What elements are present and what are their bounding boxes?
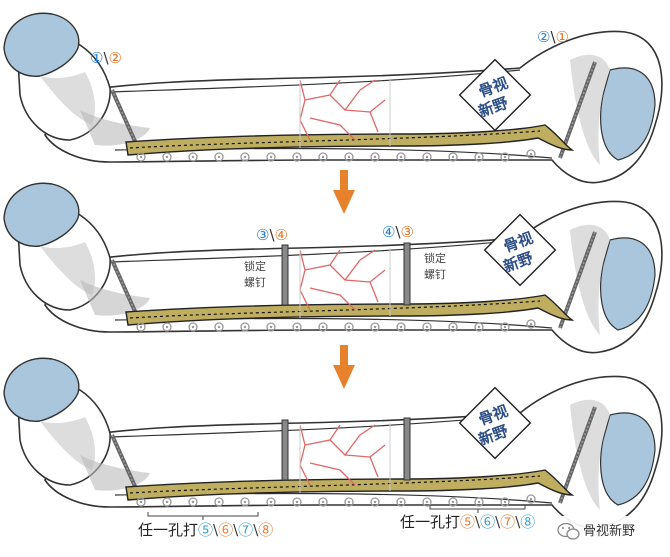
locking-screw-right [403, 417, 411, 481]
screw-order-1: ① [556, 28, 569, 46]
locking-screw-left [281, 419, 289, 481]
separator: \ [103, 49, 109, 67]
svg-text:②\①: ②\① [537, 28, 569, 46]
panel-1: ①\② ②\① 骨视 新野 [2, 11, 664, 185]
separator: \ [395, 223, 401, 241]
svg-text:④\③: ④\③ [382, 223, 414, 241]
down-arrow-icon [333, 345, 355, 389]
panel-3: 骨视 新野 任一孔打⑤\⑥\⑦\⑧ 任一孔打⑤\⑥\⑦\⑧ [2, 356, 664, 539]
separator: \ [550, 28, 556, 46]
screw-order-2: ② [537, 28, 550, 46]
watermark-logo: 骨视 新野 [458, 386, 532, 460]
lock-screw-label-left: 锁定 [244, 259, 266, 273]
lock-screw-label-right: 螺钉 [424, 268, 446, 281]
svg-text:①\②: ①\② [90, 49, 122, 67]
lock-screw-label-right: 锁定 [424, 251, 446, 265]
brand-name: 骨视新野 [583, 523, 635, 539]
caption-any-hole-left: 任一孔打⑤\⑥\⑦\⑧ [138, 521, 273, 539]
femur-with-plate [2, 181, 664, 355]
screw-order-2: ② [109, 49, 122, 67]
screw-order-4: ④ [382, 223, 395, 241]
locking-screw-left [281, 244, 289, 306]
watermark-logo: 骨视 新野 [483, 213, 557, 287]
down-arrow-icon [333, 170, 355, 214]
hole-range-bracket-left [147, 512, 259, 520]
screw-order-3: ③ [256, 226, 269, 244]
separator: \ [269, 226, 275, 244]
screw-order-1: ① [90, 49, 103, 67]
screw-order-4: ④ [275, 226, 288, 244]
screw-order-3: ③ [401, 223, 414, 241]
lock-screw-label-left: 螺钉 [244, 276, 266, 289]
hole-range-bracket-right [429, 505, 526, 513]
femur-with-plate [2, 356, 664, 530]
svg-text:③\④: ③\④ [256, 226, 288, 244]
watermark-logo: 骨视 新野 [458, 58, 532, 132]
locking-screw-right [403, 242, 411, 306]
caption-any-hole-right: 任一孔打⑤\⑥\⑦\⑧ [400, 513, 535, 531]
panel-2: ③\④ ④\③ 锁定 螺钉 锁定 螺钉 骨视 新野 [2, 181, 664, 355]
wechat-icon [557, 522, 580, 540]
